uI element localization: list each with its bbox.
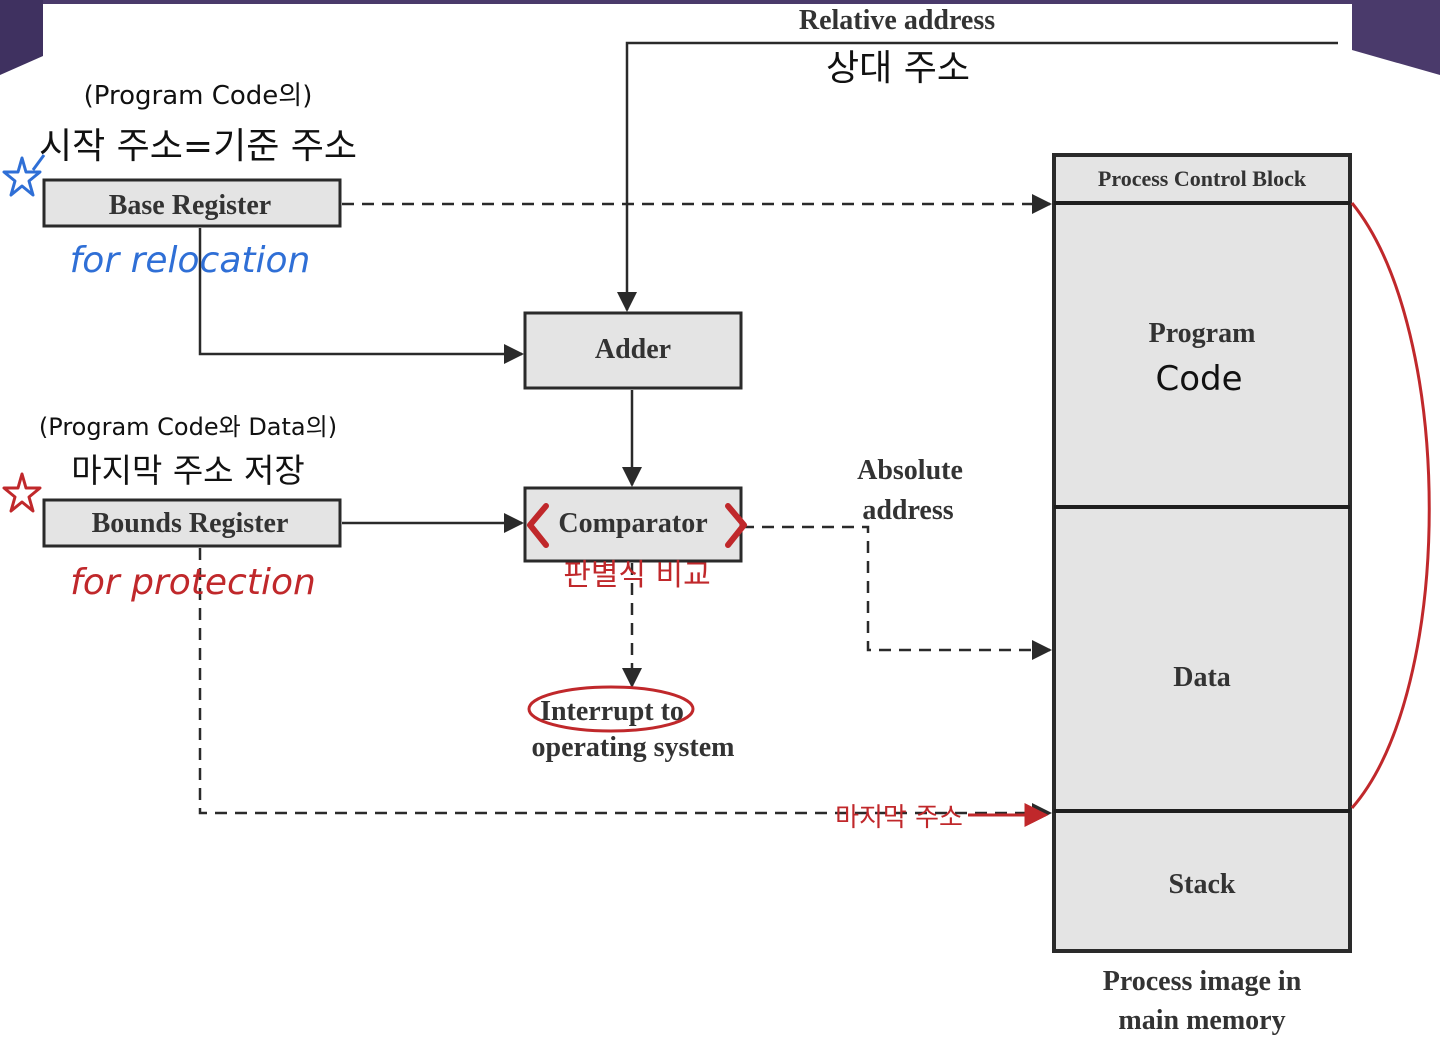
interrupt-circle-mark <box>527 685 695 733</box>
data-label: Data <box>1173 662 1231 693</box>
left-corner-shape <box>0 0 43 75</box>
base-to-adder-arrow <box>198 228 524 364</box>
base-note-line2: 시작 주소=기준 주소 <box>39 126 357 167</box>
connectors <box>198 41 1338 823</box>
program-code-note: Code <box>1155 359 1242 399</box>
absolute-address-label-line2: address <box>862 495 953 526</box>
comparator-right-bracket <box>725 503 747 548</box>
comparator-left-bracket <box>527 503 549 548</box>
program-label: Program <box>1149 318 1256 349</box>
comparator-korean-note: 판별식 비교 <box>563 558 711 593</box>
interrupt-label-line2: operating system <box>532 732 735 763</box>
bounds-register-box: Bounds Register <box>42 498 342 548</box>
bounds-note-line2: 마지막 주소 저장 <box>71 451 305 490</box>
process-image-memory: Process Control Block Program Data Stack <box>1052 153 1352 953</box>
stack-label: Stack <box>1169 869 1236 900</box>
memory-caption-line1: Process image in <box>1103 966 1302 997</box>
relative-address-korean-note: 상대 주소 <box>826 48 970 89</box>
adder-box: Adder <box>523 311 743 390</box>
bounds-note-line1: (Program Code와 Data의) <box>39 413 337 441</box>
memory-caption-line2: main memory <box>1118 1005 1285 1036</box>
slide-decoration <box>0 0 1440 75</box>
base-note-line1: (Program Code의) <box>84 81 313 111</box>
blue-star-mark <box>2 156 42 197</box>
blue-star-tail <box>31 154 46 171</box>
relative-address-label: Relative address <box>799 5 995 36</box>
handwritten-annotations: (Program Code의) 시작 주소=기준 주소 for relocati… <box>2 48 1431 833</box>
comparator-label: Comparator <box>558 508 707 539</box>
base-register-box: Base Register <box>42 178 342 228</box>
pcb-label: Process Control Block <box>1098 166 1307 191</box>
right-corner-shape <box>1352 0 1440 75</box>
bounds-purpose-note: for protection <box>70 562 316 603</box>
red-star-mark <box>2 472 42 513</box>
interrupt-word: Interrupt <box>540 696 654 727</box>
relative-address-arrow <box>617 41 1338 312</box>
bounds-register-label: Bounds Register <box>92 508 289 539</box>
memory-range-curve <box>1350 202 1431 809</box>
absolute-address-dashed-arrow <box>742 525 1052 660</box>
last-address-korean-note: 마지막 주소 <box>835 803 963 833</box>
base-register-label: Base Register <box>109 190 272 221</box>
adder-label: Adder <box>595 334 671 365</box>
absolute-address-label-line1: Absolute <box>857 455 963 486</box>
comparator-box: Comparator <box>523 486 743 563</box>
interrupt-label-line1: Interrupt to <box>540 696 684 727</box>
base-purpose-note: for relocation <box>70 240 311 281</box>
bounds-to-memory-dashed-arrow <box>198 548 1052 823</box>
